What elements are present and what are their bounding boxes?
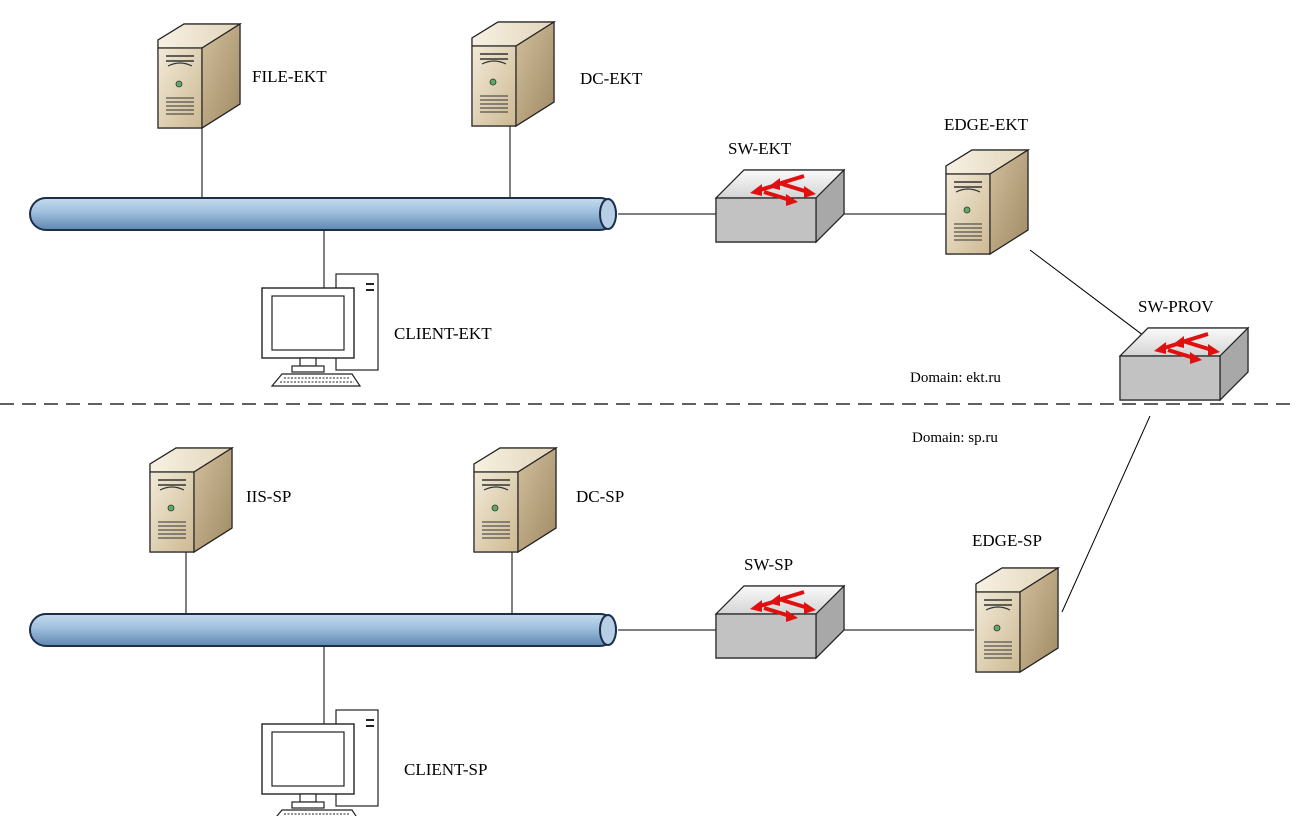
- lower-links: [185, 415, 1151, 724]
- label-sw-sp: SW-SP: [744, 555, 793, 574]
- label-dc-sp: DC-SP: [576, 487, 624, 506]
- label-sw-ekt: SW-EKT: [728, 139, 792, 158]
- switch-sw-sp-icon: [714, 584, 846, 660]
- server-dc-sp-icon: [473, 447, 557, 553]
- label-domain-sp: Domain: sp.ru: [912, 430, 998, 446]
- server-file-ekt-icon: [157, 23, 241, 129]
- server-edge-ekt-icon: [945, 149, 1029, 255]
- label-sw-prov: SW-PROV: [1138, 297, 1214, 316]
- ethernet-bus-sp: [29, 613, 617, 647]
- server-iis-sp-icon: [149, 447, 233, 553]
- ethernet-bus-ekt: [29, 197, 617, 231]
- label-client-ekt: CLIENT-EKT: [394, 324, 492, 343]
- label-edge-sp: EDGE-SP: [972, 531, 1042, 550]
- switch-sw-ekt-icon: [714, 168, 846, 244]
- workstation-client-sp-icon: [261, 709, 379, 816]
- label-domain-ekt: Domain: ekt.ru: [910, 370, 1001, 386]
- label-client-sp: CLIENT-SP: [404, 760, 487, 779]
- server-dc-ekt-icon: [471, 21, 555, 127]
- label-file-ekt: FILE-EKT: [252, 67, 327, 86]
- workstation-client-ekt-icon: [261, 273, 379, 387]
- label-dc-ekt: DC-EKT: [580, 69, 643, 88]
- server-edge-sp-icon: [975, 567, 1059, 673]
- label-edge-ekt: EDGE-EKT: [944, 115, 1029, 134]
- upper-links: [201, 126, 1161, 349]
- switch-sw-prov-icon: [1118, 326, 1250, 402]
- label-iis-sp: IIS-SP: [246, 487, 291, 506]
